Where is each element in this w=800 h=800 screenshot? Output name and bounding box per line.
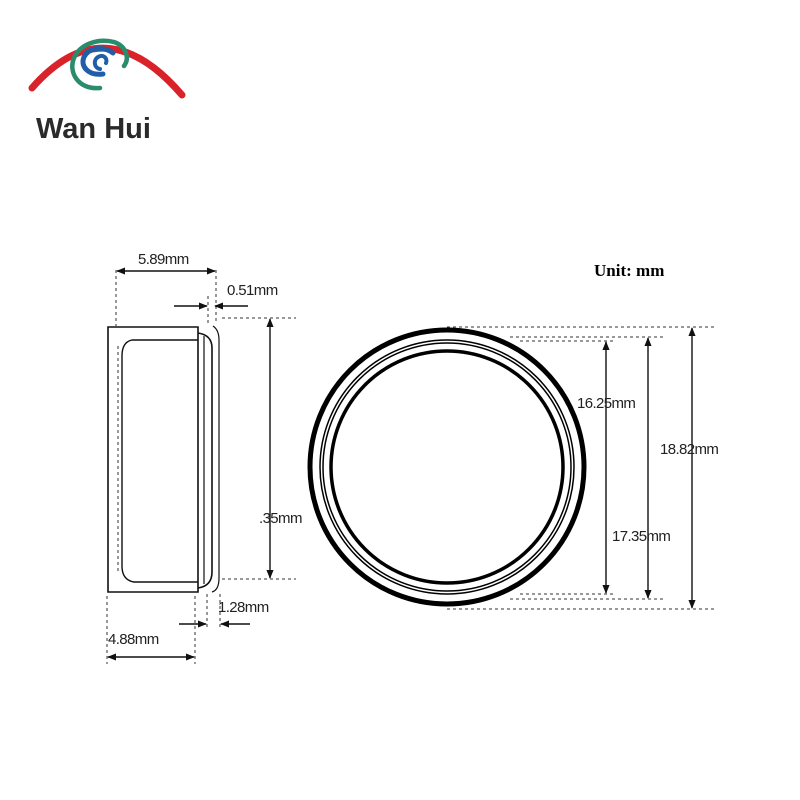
ring-outer (307, 327, 587, 607)
ring-inner (329, 349, 565, 585)
dim-body-height: .35mm (259, 510, 302, 527)
unit-label: Unit: mm (594, 261, 664, 280)
dim-inner-diameter: 16.25mm (577, 395, 635, 412)
side-dimensions: 5.89mm 0.51mm .35mm 1.28mm 4.88mm (106, 251, 303, 664)
brand-logo: Wan Hui (28, 38, 186, 145)
front-dimensions: 16.25mm 17.35mm 18.82mm (447, 326, 719, 610)
dim-outer-diameter: 18.82mm (660, 441, 718, 458)
side-view (107, 325, 220, 593)
cup-outline (107, 326, 199, 593)
cup-flange (197, 332, 213, 589)
dim-flange-width: 1.28mm (218, 599, 269, 616)
front-view (307, 327, 587, 607)
dim-top-width: 5.89mm (138, 251, 189, 268)
dim-middle-diameter: 17.35mm (612, 528, 670, 545)
logo-swirl-icon (70, 38, 129, 91)
logo-arc (28, 44, 186, 99)
dim-flange-thickness: 0.51mm (227, 282, 278, 299)
brand-name: Wan Hui (36, 113, 151, 145)
cup-inner-wall (121, 339, 198, 583)
ring-band (322, 342, 572, 592)
dim-bottom-width: 4.88mm (108, 631, 159, 648)
ring-middle (319, 339, 575, 595)
